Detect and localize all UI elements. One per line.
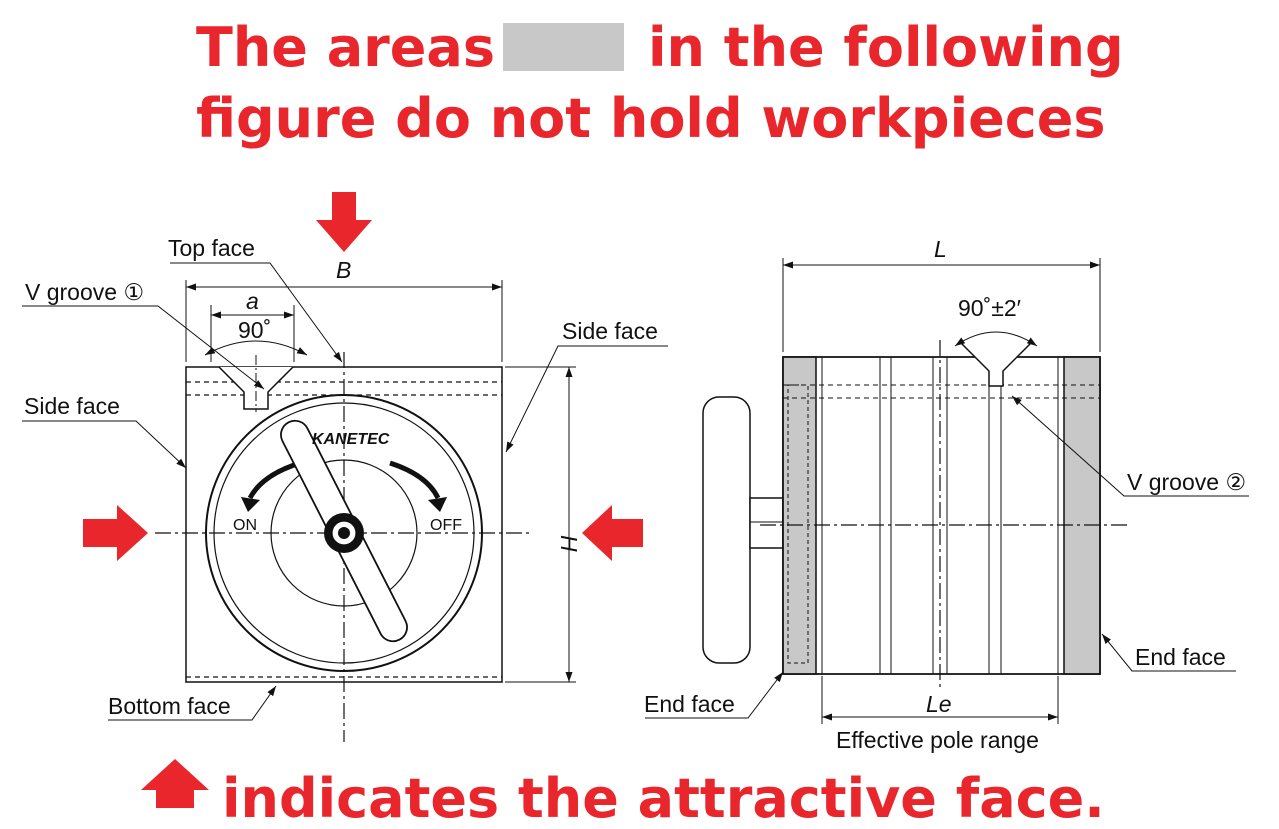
dim-l: L [934, 236, 947, 262]
front-view [22, 192, 668, 742]
side-view-labels: L 90˚±2′ V groove ② End face End face Le… [644, 236, 1246, 753]
heading-line2: figure do not hold workpieces [196, 87, 1105, 150]
side-body [782, 356, 1101, 675]
label-end-face-right: End face [1135, 644, 1226, 670]
label-bottom-face: Bottom face [108, 693, 231, 719]
footer: indicates the attractive face. [141, 759, 1105, 829]
leader-end-face-left [645, 671, 784, 719]
brand-logo: KANETEC [312, 431, 390, 448]
dial-outer [205, 394, 483, 672]
label-side-face-right: Side face [562, 318, 658, 344]
switch-off-label: OFF [430, 517, 462, 534]
label-v-groove-1: V groove ① [25, 279, 144, 305]
leader-v-groove-2 [1011, 395, 1249, 497]
side-view [645, 258, 1249, 724]
v-groove-2 [960, 342, 1032, 387]
leader-side-face-right [505, 345, 668, 453]
switch-on-label: ON [233, 517, 257, 534]
switch-arrow-off [389, 460, 441, 500]
label-v-groove-2: V groove ② [1127, 469, 1246, 495]
leader-bottom-face [108, 685, 277, 721]
footer-arrow-icon [141, 759, 209, 808]
footer-text: indicates the attractive face. [222, 767, 1105, 829]
leader-side-face-left [22, 420, 187, 469]
heading: The areas in the following figure do not… [196, 16, 1124, 150]
side-handle-wheel [702, 396, 751, 664]
dim-b: B [336, 257, 351, 283]
arrow-top-face [316, 192, 372, 252]
leader-end-face-right [1101, 633, 1236, 672]
dim-a: a [246, 288, 259, 314]
front-view-labels: Top face B V groove ① a 90˚ Side face Si… [24, 235, 658, 719]
label-side-face-left: Side face [24, 393, 120, 419]
label-effective-pole-range: Effective pole range [836, 727, 1039, 753]
heading-line1-part1: The areas [196, 16, 495, 79]
end-face-right-shaded [1063, 356, 1101, 675]
dim-le: Le [926, 691, 952, 717]
dim-h: H [556, 535, 582, 552]
label-end-face-left: End face [644, 691, 735, 717]
leader-v-groove-1 [22, 305, 265, 390]
heading-line1-part2: in the following [648, 16, 1124, 79]
leader-top-face [170, 262, 343, 363]
angle-90-front: 90˚ [238, 317, 271, 343]
heading-swatch [503, 23, 624, 71]
arrow-left-side [83, 505, 148, 561]
switch-arrow-on [247, 460, 301, 500]
label-top-face: Top face [168, 235, 255, 261]
arrow-right-side [582, 505, 643, 561]
angle-tolerance: 90˚±2′ [958, 295, 1021, 321]
